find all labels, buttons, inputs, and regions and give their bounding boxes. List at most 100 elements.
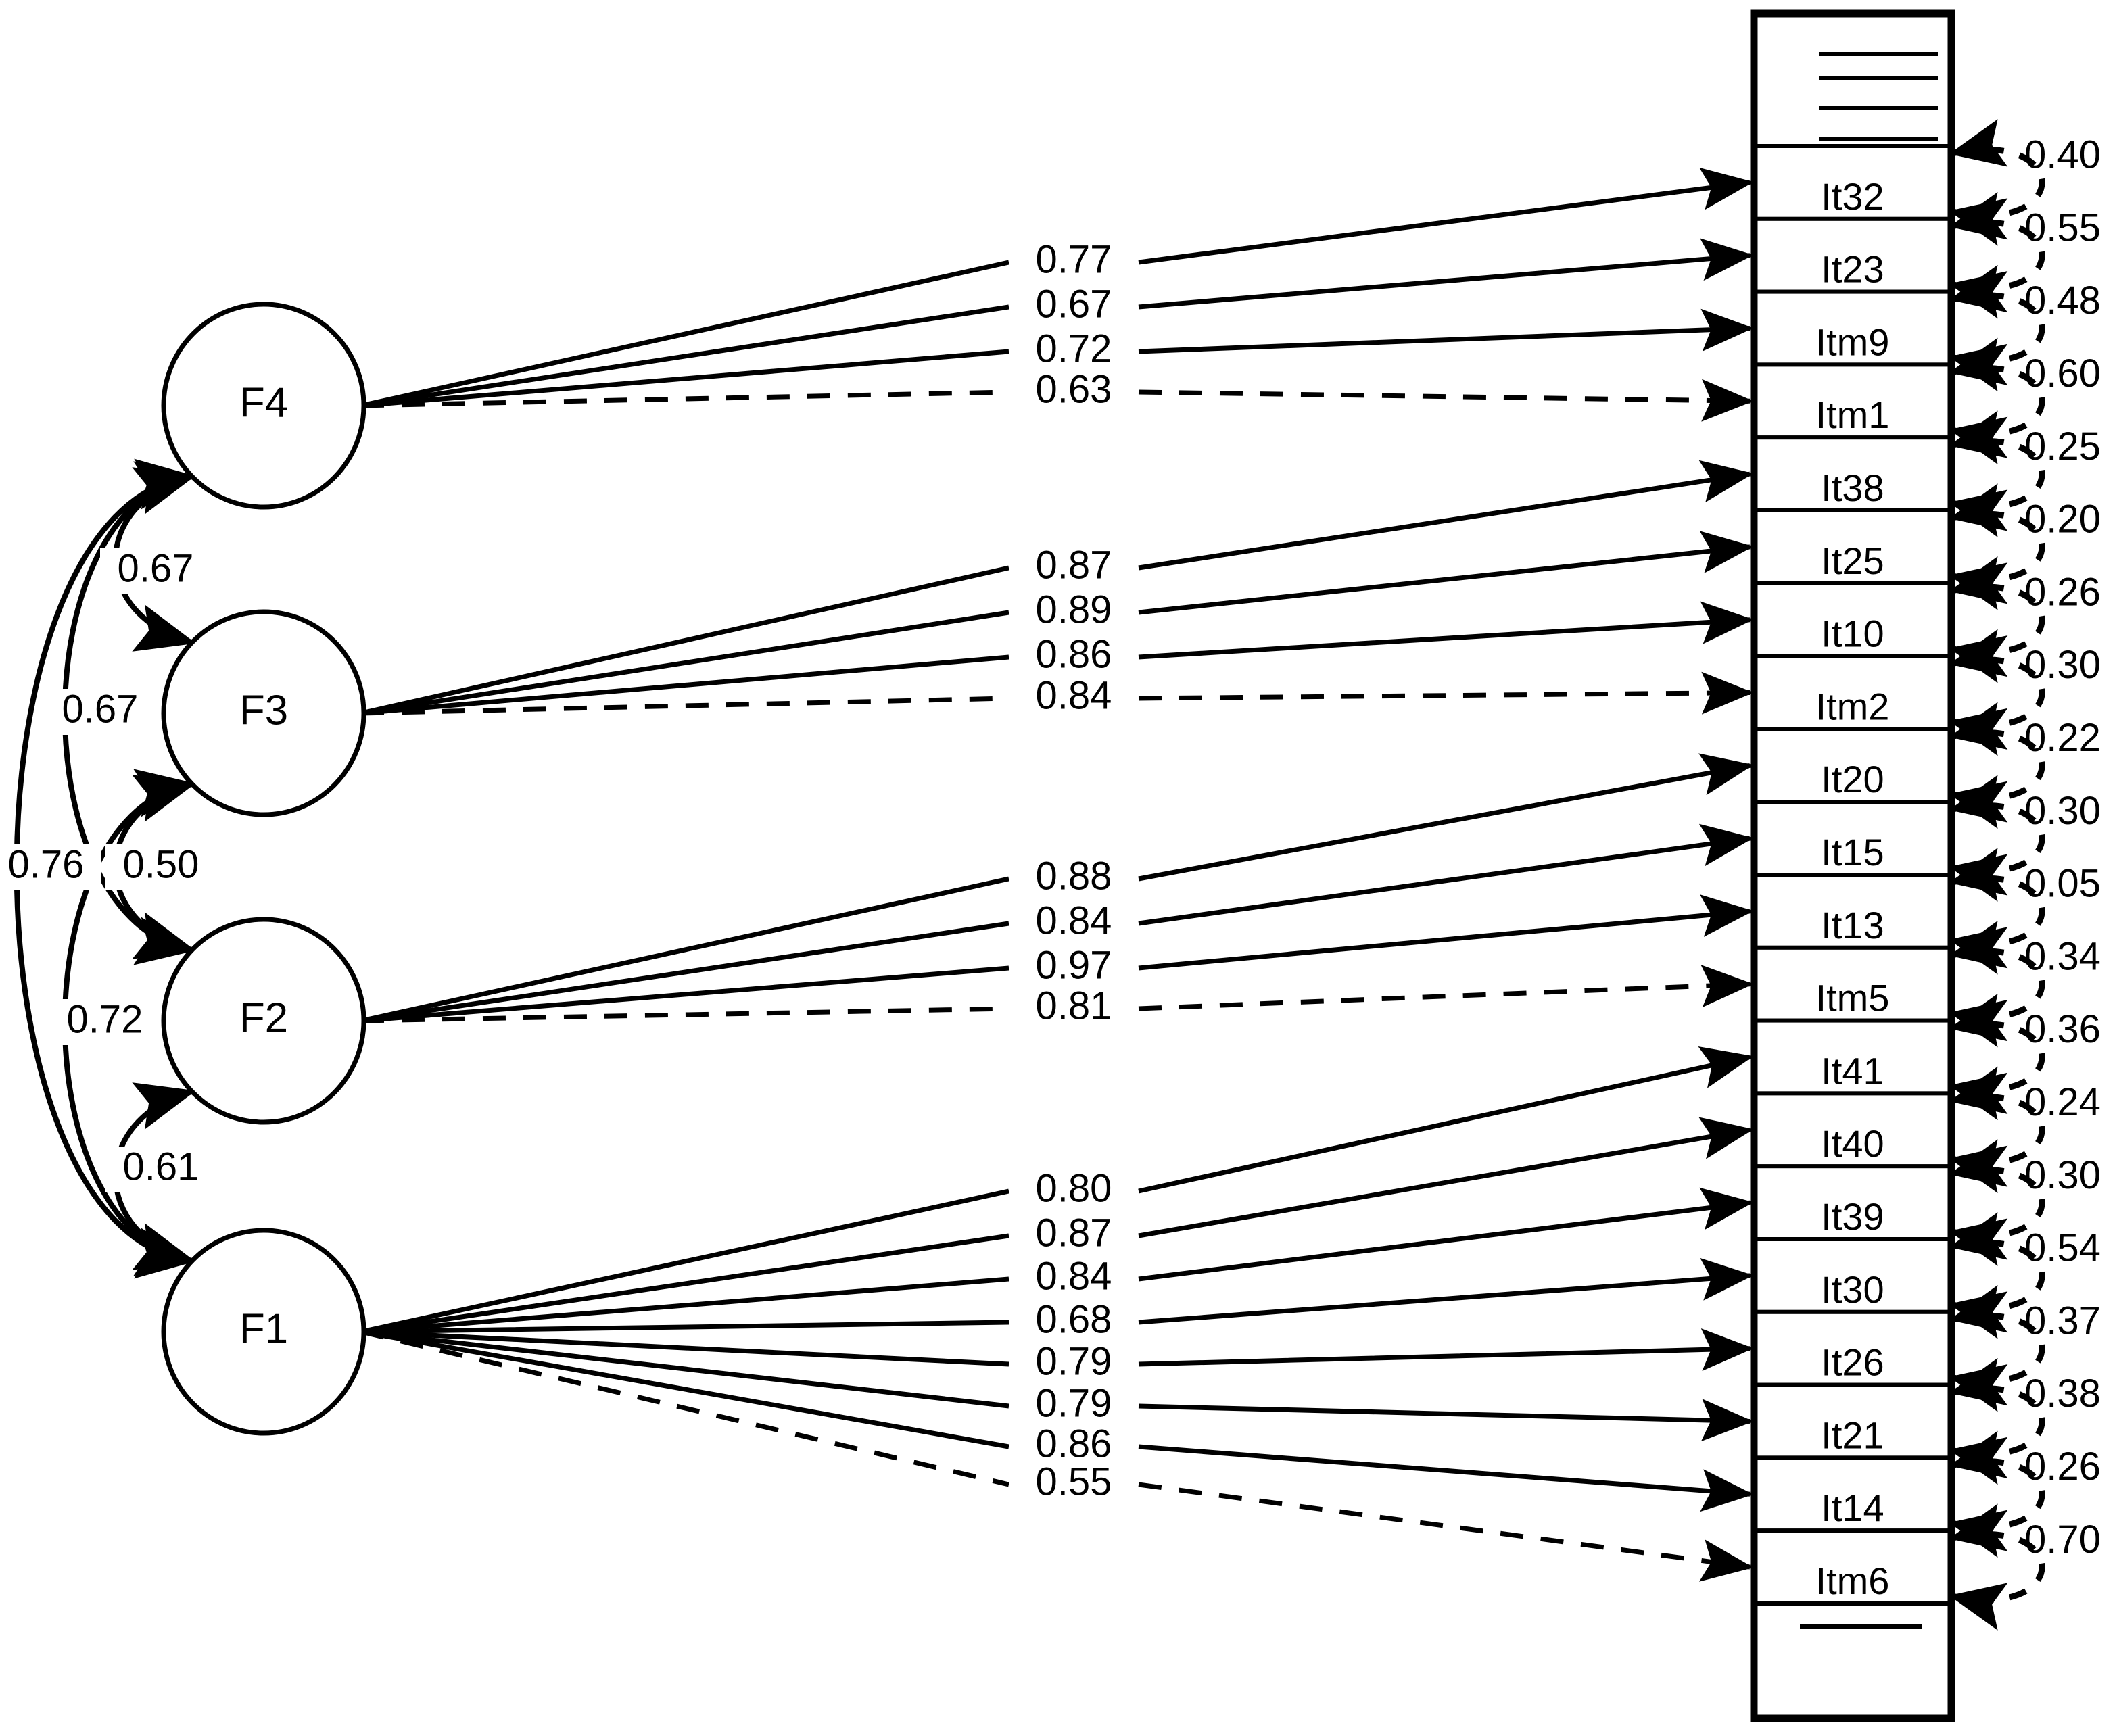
- factor-node-f4: [161, 302, 366, 510]
- indicator-box: [1752, 1382, 1953, 1460]
- indicator-label: It26: [1821, 1341, 1884, 1384]
- residual-value-label: 0.55: [2024, 206, 2101, 249]
- loading-value-label: 0.63: [1036, 367, 1112, 411]
- residual-variance-arc: [1949, 1430, 2045, 1558]
- loading-path: [360, 474, 1750, 716]
- indicator-label: It32: [1821, 175, 1884, 218]
- residual-variance-arc: [1949, 920, 2045, 1048]
- loading-label-group: 0.770.670.720.630.870.890.860.840.880.84…: [1036, 237, 1112, 1503]
- loading-value-label: 0.68: [1036, 1297, 1112, 1341]
- residual-arrow-group: [1949, 119, 2045, 1631]
- residual-value-label: 0.34: [2024, 934, 2101, 978]
- residual-value-label: 0.26: [2024, 570, 2101, 614]
- factor-label: F4: [239, 379, 288, 426]
- loading-path: [360, 1329, 1750, 1422]
- indicator-label: It25: [1821, 539, 1884, 582]
- residual-value-label: 0.54: [2024, 1226, 2101, 1270]
- factor-node-f1: [161, 1228, 366, 1436]
- loading-path: [360, 911, 1750, 1023]
- residual-variance-arc: [1949, 556, 2045, 683]
- loading-path: [360, 838, 1750, 1023]
- indicator-label: Itm2: [1816, 685, 1890, 727]
- factor-node-f3: [161, 609, 366, 817]
- residual-label-group: 0.400.550.480.600.250.200.260.300.220.30…: [2024, 133, 2101, 1562]
- residual-value-label: 0.48: [2024, 279, 2101, 322]
- residual-value-label: 0.30: [2024, 1153, 2101, 1197]
- residual-variance-arc: [1949, 702, 2045, 829]
- loading-path: [360, 329, 1750, 408]
- label-backdrop: [105, 1147, 216, 1192]
- indicator-label: Itm5: [1816, 977, 1890, 1019]
- indicator-label: It23: [1821, 248, 1884, 291]
- correlation-value-label: 0.67: [62, 687, 139, 731]
- residual-value-label: 0.60: [2024, 352, 2101, 395]
- correlation-label: 0.67: [45, 687, 156, 735]
- loading-path: [360, 1329, 1750, 1567]
- loading-path: [360, 256, 1750, 408]
- loading-value-label: 0.72: [1036, 327, 1112, 370]
- indicator-label: It15: [1821, 831, 1884, 873]
- loading-value-label: 0.80: [1036, 1166, 1112, 1210]
- residual-value-label: 0.40: [2024, 133, 2101, 177]
- residual-variance-arc: [1949, 1066, 2045, 1194]
- loading-path: [360, 1203, 1750, 1334]
- loading-path-group: [360, 183, 1750, 1567]
- residual-variance-arc: [1949, 629, 2045, 756]
- loading-value-label: 0.55: [1036, 1460, 1112, 1503]
- label-backdrop: [45, 689, 156, 735]
- loading-value-label: 0.87: [1036, 543, 1112, 587]
- loading-value-label: 0.87: [1036, 1211, 1112, 1255]
- residual-value-label: 0.22: [2024, 716, 2101, 760]
- correlation-value-label: 0.67: [118, 546, 194, 590]
- residual-value-label: 0.26: [2024, 1445, 2101, 1489]
- loading-value-label: 0.67: [1036, 282, 1112, 326]
- indicator-label: It39: [1821, 1195, 1884, 1238]
- indicator-label: It21: [1821, 1414, 1884, 1456]
- loading-value-label: 0.89: [1036, 587, 1112, 631]
- residual-variance-arc: [1949, 775, 2045, 902]
- residual-variance-arc: [1949, 1212, 2045, 1339]
- indicator-label: It13: [1821, 904, 1884, 946]
- correlation-label: 0.67: [100, 546, 211, 594]
- indicator-label: Itm1: [1816, 393, 1890, 436]
- loading-value-label: 0.84: [1036, 898, 1112, 942]
- residual-variance-arc: [1949, 264, 2045, 392]
- loading-value-label: 0.86: [1036, 632, 1112, 676]
- indicator-label: It20: [1821, 758, 1884, 800]
- residual-value-label: 0.36: [2024, 1007, 2101, 1051]
- residual-variance-arc: [1949, 119, 2045, 246]
- residual-variance-arc: [1949, 1139, 2045, 1266]
- loading-value-label: 0.79: [1036, 1381, 1112, 1425]
- indicator-label: It10: [1821, 612, 1884, 655]
- correlation-value-label: 0.76: [8, 842, 85, 886]
- factor-node-f2: [161, 917, 366, 1125]
- residual-variance-arc: [1949, 848, 2045, 975]
- indicator-label: It30: [1821, 1268, 1884, 1311]
- correlation-value-label: 0.50: [123, 842, 199, 886]
- label-backdrop: [49, 999, 160, 1045]
- residual-variance-arc: [1949, 410, 2045, 537]
- indicator-label: Itm9: [1816, 320, 1890, 363]
- factor-label: F2: [239, 994, 288, 1041]
- indicator-label: It38: [1821, 466, 1884, 509]
- residual-variance-arc: [1949, 993, 2045, 1121]
- residual-variance-arc: [1949, 1357, 2045, 1485]
- loading-value-label: 0.77: [1036, 237, 1112, 281]
- residual-variance-arc: [1949, 191, 2045, 319]
- indicator-label: Itm6: [1816, 1560, 1890, 1602]
- loading-path: [360, 183, 1750, 408]
- indicator-label: It40: [1821, 1122, 1884, 1165]
- loading-value-label: 0.84: [1036, 1254, 1112, 1298]
- label-backdrop: [0, 844, 101, 890]
- residual-value-label: 0.20: [2024, 498, 2101, 541]
- residual-value-label: 0.38: [2024, 1372, 2101, 1416]
- label-backdrop: [100, 548, 211, 594]
- indicator-box: [1752, 727, 1953, 804]
- factor-label: F1: [239, 1305, 288, 1352]
- indicator-box: [1752, 800, 1953, 877]
- loading-path: [360, 984, 1750, 1021]
- indicator-label: It14: [1821, 1487, 1884, 1529]
